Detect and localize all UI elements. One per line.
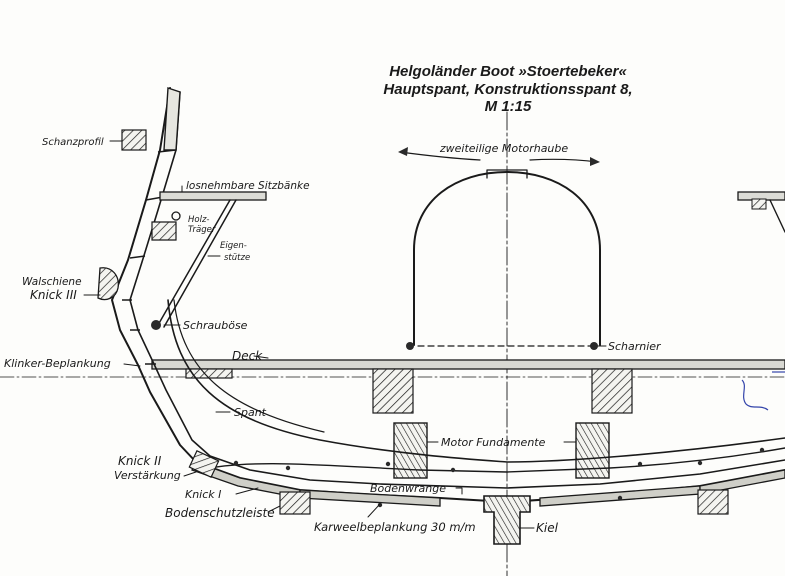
walschiene-block [97,267,119,301]
label-knick3: Knick III [30,288,77,302]
bodenschutzleiste-left [279,491,311,515]
seat-bench [159,191,267,201]
hood-handle [486,169,528,179]
holztraeger-ring-icon [171,211,181,221]
gunwale-upright [163,87,181,151]
hinge-right-icon [590,342,598,350]
label-bodenschutzleiste: Bodenschutzleiste [165,506,275,520]
label-scharnier: Scharnier [608,340,662,353]
title-line-3: M 1:15 [485,98,532,115]
title-line-1: Helgoländer Boot »Stoertebeker« [389,63,627,80]
label-karweel: Karweelbeplankung 30 m/m [314,520,476,534]
label-klinker: Klinker-Beplankung [4,357,111,370]
label-bodenwrange: Bodenwrange [370,482,446,495]
deck-beam-left [372,368,414,414]
label-motorhaube: zweiteilige Motorhaube [439,142,569,155]
bodenwrange-line [199,447,785,473]
title-line-2: Hauptspant, Konstruktionsspant 8, [383,81,632,98]
hull-inner-skin [129,91,785,489]
label-walschiene: Walschiene [22,276,82,288]
right-support [769,199,785,233]
label-spant: Spant [234,406,267,419]
label-kiel: Kiel [536,521,559,535]
motor-hood [413,171,601,346]
label-deck: Deck [232,349,263,363]
arrow-hood-left [399,151,481,161]
clinker-steps [122,149,177,365]
arrowhead-left-icon [398,147,408,156]
label-motorfundamente: Motor Fundamente [441,436,546,449]
holztraeger-block [151,221,177,241]
pen-annotation [741,379,769,411]
arrow-hood-right [529,158,599,163]
hinge-left-icon [406,342,414,350]
arrowhead-right-icon [590,157,600,166]
label-holztraeger-2: Träger [188,225,216,235]
label-eigenstuetze-2: stütze [224,253,250,263]
label-eigenstuetze-1: Eigen- [220,241,247,251]
rivets [233,447,765,508]
eigen-stuetze [157,199,231,326]
bodenschutzleiste-right [697,489,729,515]
label-schraubose: Schrauböse [183,319,248,332]
label-verstaerkung: Verstärkung [114,469,181,482]
label-knick1: Knick I [185,488,221,501]
deck-beam-right [591,368,633,414]
schraubose-icon [151,320,161,330]
label-sitzbaenke: losnehmbare Sitzbänke [186,180,310,192]
label-knick2: Knick II [118,454,162,468]
schanzprofil-block [121,129,147,151]
keel [483,495,531,545]
label-schanzprofil: Schanzprofil [42,137,104,148]
verstaerkung-block [188,449,220,479]
frame-curve [167,299,785,463]
label-holztraeger-1: Holz- [188,215,209,225]
